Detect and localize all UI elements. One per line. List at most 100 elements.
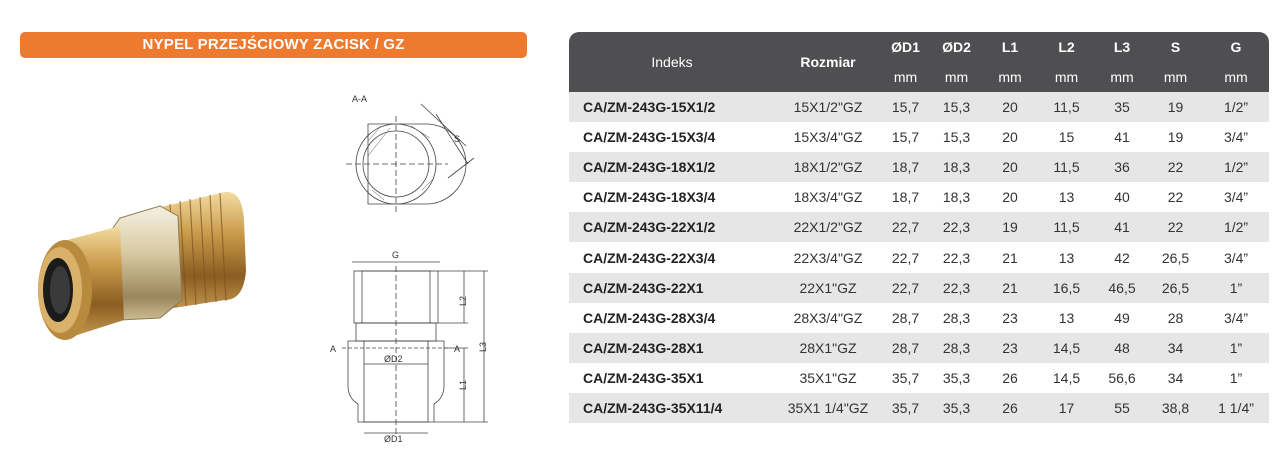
cell-l1: 26 xyxy=(983,362,1037,393)
cell-d2: 15,3 xyxy=(930,92,983,123)
cell-code: CA/ZM-243G-22X1/2 xyxy=(569,212,775,243)
cell-size: 35X1 1/4"GZ xyxy=(775,392,881,424)
cell-s: 28 xyxy=(1148,302,1203,333)
cell-l2: 11,5 xyxy=(1037,92,1096,123)
cell-size: 28X3/4"GZ xyxy=(775,302,881,333)
cell-l1: 20 xyxy=(983,122,1037,153)
cell-l3: 49 xyxy=(1096,302,1148,333)
header-row: Indeks Rozmiar ØD1 ØD2 L1 L2 L3 S G xyxy=(569,32,1269,92)
section-mark-left: A xyxy=(330,344,336,354)
cell-code: CA/ZM-243G-35X1 xyxy=(569,362,775,393)
cell-s: 22 xyxy=(1148,182,1203,213)
cell-l1: 20 xyxy=(983,152,1037,183)
cell-g: 1” xyxy=(1203,362,1269,393)
cell-g: 1/2” xyxy=(1203,92,1269,123)
cell-d1: 18,7 xyxy=(881,152,930,183)
cell-code: CA/ZM-243G-15X3/4 xyxy=(569,122,775,153)
cell-l1: 21 xyxy=(983,272,1037,303)
cell-size: 35X1"GZ xyxy=(775,362,881,393)
cell-g: 3/4” xyxy=(1203,122,1269,153)
cell-s: 22 xyxy=(1148,212,1203,243)
cell-l2: 11,5 xyxy=(1037,212,1096,243)
cell-d2: 28,3 xyxy=(930,302,983,333)
unit-l2: mm xyxy=(1037,62,1096,92)
l3-dimension-label: L3 xyxy=(478,342,488,352)
cell-code: CA/ZM-243G-22X1 xyxy=(569,272,775,303)
cell-code: CA/ZM-243G-22X3/4 xyxy=(569,242,775,273)
dimensions-table-container: Indeks Rozmiar ØD1 ØD2 L1 L2 L3 S G mm m… xyxy=(569,32,1269,424)
unit-g: mm xyxy=(1203,62,1269,92)
cell-d1: 22,7 xyxy=(881,272,930,303)
cell-code: CA/ZM-243G-35X11/4 xyxy=(569,392,775,424)
cell-d2: 22,3 xyxy=(930,242,983,273)
section-mark-right: A xyxy=(454,344,460,354)
cell-l3: 41 xyxy=(1096,212,1148,243)
cell-d2: 35,3 xyxy=(930,392,983,424)
cell-g: 1” xyxy=(1203,272,1269,303)
cell-l2: 14,5 xyxy=(1037,332,1096,363)
cell-l1: 21 xyxy=(983,242,1037,273)
cell-size: 28X1"GZ xyxy=(775,332,881,363)
cell-size: 15X3/4"GZ xyxy=(775,122,881,153)
header-l3: L3 xyxy=(1096,32,1148,62)
header-size: Rozmiar xyxy=(775,32,881,92)
section-label: A-A xyxy=(352,94,367,104)
cell-size: 15X1/2"GZ xyxy=(775,92,881,123)
cell-s: 26,5 xyxy=(1148,272,1203,303)
cell-d2: 35,3 xyxy=(930,362,983,393)
unit-d2: mm xyxy=(930,62,983,92)
cell-l1: 23 xyxy=(983,302,1037,333)
cell-code: CA/ZM-243G-15X1/2 xyxy=(569,92,775,123)
d2-dimension-label: ØD2 xyxy=(384,354,403,364)
cell-s: 34 xyxy=(1148,332,1203,363)
cell-l3: 42 xyxy=(1096,242,1148,273)
cell-s: 19 xyxy=(1148,92,1203,123)
cell-size: 22X1"GZ xyxy=(775,272,881,303)
cell-s: 34 xyxy=(1148,362,1203,393)
cell-g: 3/4” xyxy=(1203,242,1269,273)
cell-l3: 35 xyxy=(1096,92,1148,123)
unit-l1: mm xyxy=(983,62,1037,92)
cell-d2: 22,3 xyxy=(930,212,983,243)
cell-g: 1 1/4” xyxy=(1203,392,1269,424)
header-l1: L1 xyxy=(983,32,1037,62)
header-s: S xyxy=(1148,32,1203,62)
cell-l3: 36 xyxy=(1096,152,1148,183)
unit-d1: mm xyxy=(881,62,930,92)
cell-d2: 18,3 xyxy=(930,152,983,183)
cell-l1: 26 xyxy=(983,392,1037,424)
units-row: mm mm mm mm mm mm mm xyxy=(569,62,1269,92)
cell-g: 1/2” xyxy=(1203,152,1269,183)
g-dimension-label: G xyxy=(392,250,399,260)
cell-l2: 11,5 xyxy=(1037,152,1096,183)
product-title: NYPEL PRZEJŚCIOWY ZACISK / GZ xyxy=(142,36,405,53)
cell-d1: 28,7 xyxy=(881,302,930,333)
cell-l2: 16,5 xyxy=(1037,272,1096,303)
technical-drawing: A-A S G A A ØD2 ØD1 L2 xyxy=(330,94,488,444)
cell-g: 3/4” xyxy=(1203,302,1269,333)
cell-s: 22 xyxy=(1148,152,1203,183)
product-photo xyxy=(38,191,246,340)
header-d2: ØD2 xyxy=(930,32,983,62)
l1-dimension-label: L1 xyxy=(458,380,468,390)
cell-l1: 19 xyxy=(983,212,1037,243)
cell-d1: 35,7 xyxy=(881,362,930,393)
cell-size: 22X1/2"GZ xyxy=(775,212,881,243)
cell-d2: 15,3 xyxy=(930,122,983,153)
cell-l3: 46,5 xyxy=(1096,272,1148,303)
unit-l3: mm xyxy=(1096,62,1148,92)
cell-d1: 15,7 xyxy=(881,92,930,123)
cell-d1: 35,7 xyxy=(881,392,930,424)
cell-d1: 15,7 xyxy=(881,122,930,153)
cell-l2: 17 xyxy=(1037,392,1096,424)
dimensions-table: Indeks Rozmiar ØD1 ØD2 L1 L2 L3 S G mm m… xyxy=(569,32,1269,424)
cell-g: 1/2” xyxy=(1203,212,1269,243)
